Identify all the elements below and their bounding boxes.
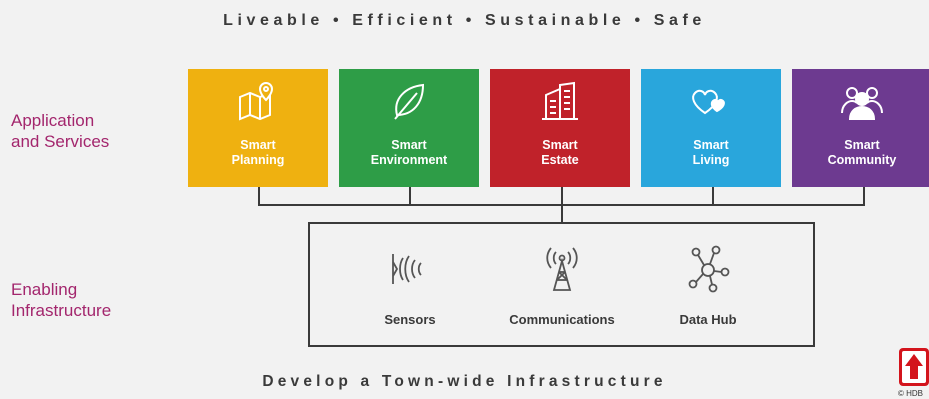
building-icon bbox=[490, 81, 630, 121]
hdb-house-icon bbox=[899, 348, 929, 386]
people-icon bbox=[792, 81, 929, 121]
infra-communications[interactable]: Communications bbox=[482, 224, 642, 327]
infra-sensors[interactable]: Sensors bbox=[330, 224, 490, 327]
sensor-waves-icon bbox=[330, 244, 490, 304]
infrastructure-box: Sensors Communications D bbox=[308, 222, 815, 347]
leaf-icon bbox=[339, 81, 479, 121]
map-pin-icon bbox=[188, 81, 328, 121]
tagline: Liveable • Efficient • Sustainable • Saf… bbox=[223, 12, 706, 29]
enabling-infrastructure-label: Enabling Infrastructure bbox=[11, 280, 112, 320]
hearts-icon bbox=[641, 81, 781, 121]
network-hub-icon bbox=[628, 244, 788, 304]
antenna-tower-icon bbox=[482, 244, 642, 304]
hdb-logo: © HDB bbox=[898, 346, 929, 399]
application-services-label: Application and Services bbox=[11, 111, 110, 151]
infra-data-hub[interactable]: Data Hub bbox=[628, 224, 788, 327]
footer-caption: Develop a Town-wide Infrastructure bbox=[262, 373, 667, 390]
